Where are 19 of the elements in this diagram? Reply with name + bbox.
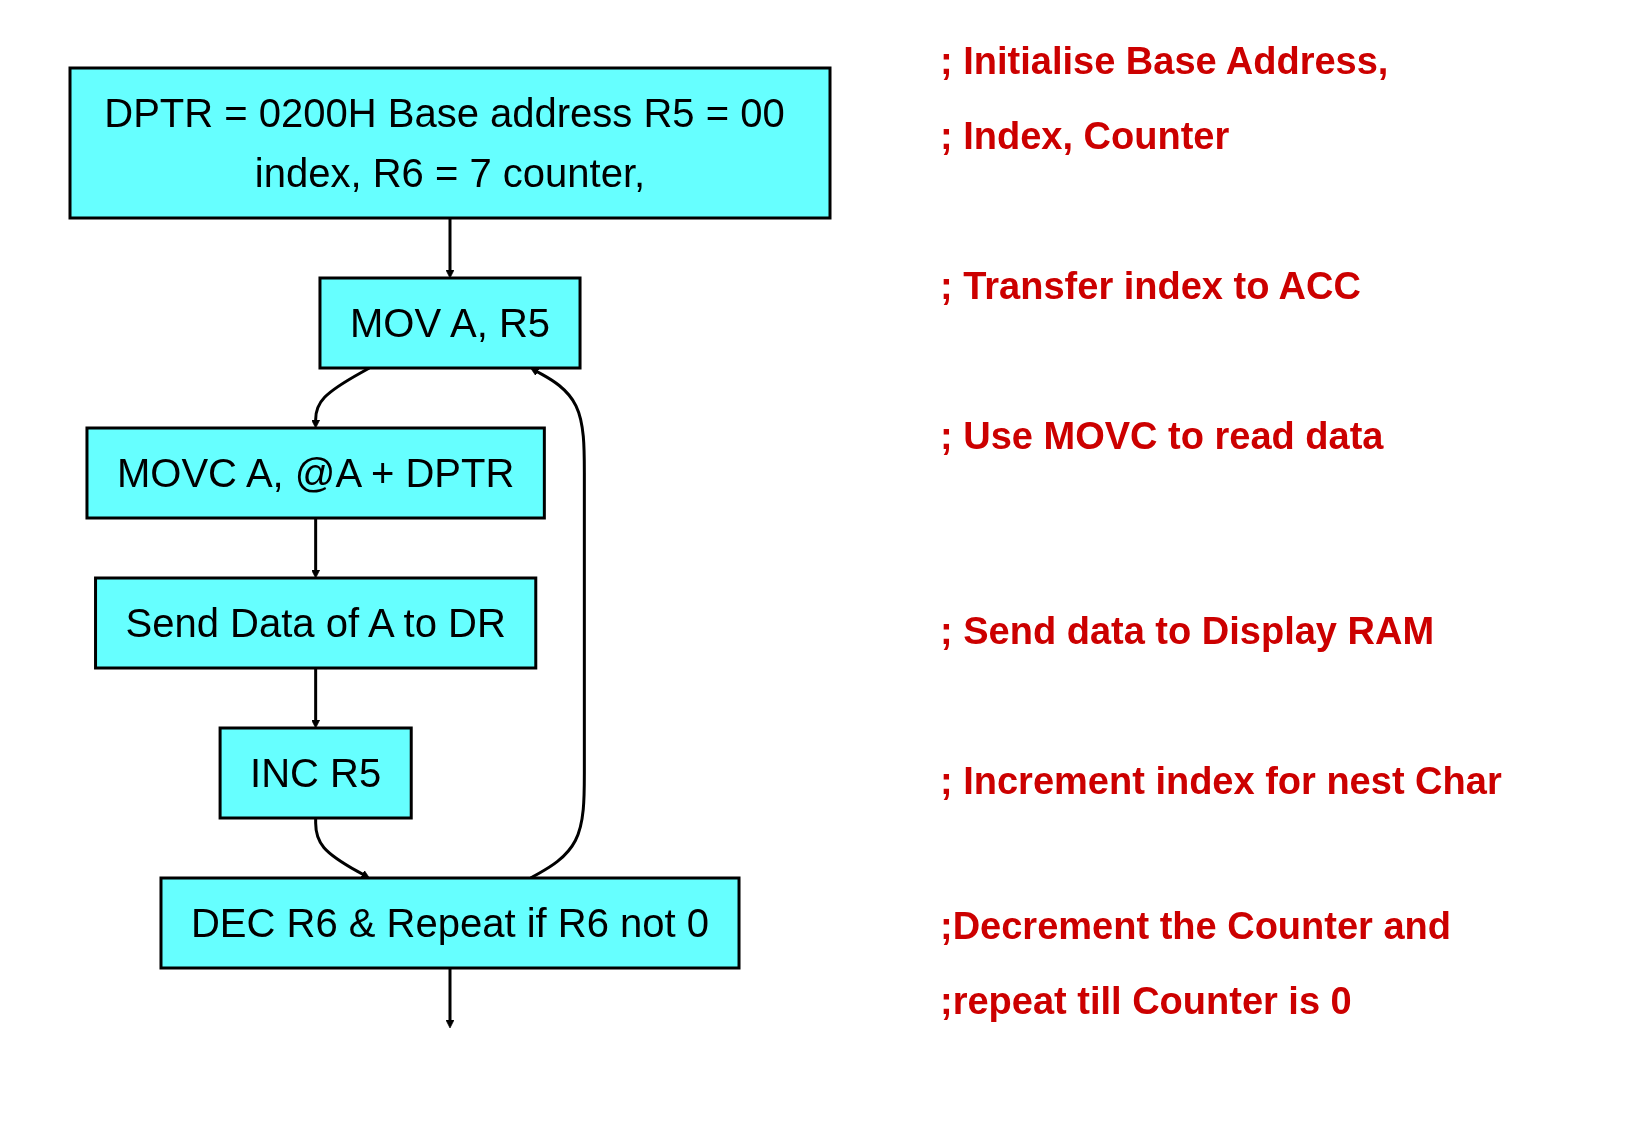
comment-text: ;repeat till Counter is 0 <box>940 980 1352 1023</box>
node-box: MOV A, R5 <box>318 276 582 369</box>
comment-text: ; Initialise Base Address, <box>940 40 1389 83</box>
node-box: MOVC A, @A + DPTR <box>85 426 546 519</box>
comment-text: ; Index, Counter <box>940 115 1230 158</box>
arrow <box>314 817 370 878</box>
comment-text: ; Increment index for nest Char <box>940 760 1502 803</box>
arrow <box>311 517 321 578</box>
node-box: Send Data of A to DR <box>94 576 538 669</box>
node-box: INC R5 <box>218 726 413 819</box>
arrow <box>311 667 321 728</box>
node-box: DEC R6 & Repeat if R6 not 0 <box>159 876 741 969</box>
arrow <box>445 217 455 278</box>
comment-text: ; Use MOVC to read data <box>940 415 1384 458</box>
comment-text: ; Send data to Display RAM <box>940 610 1435 653</box>
arrow <box>445 967 455 1028</box>
comment-text: ; Transfer index to ACC <box>940 265 1361 308</box>
node-box: DPTR = 0200H Base address R5 = 00 index, R6 = 7 counter, <box>68 66 832 219</box>
comment-text: ;Decrement the Counter and <box>940 905 1451 948</box>
